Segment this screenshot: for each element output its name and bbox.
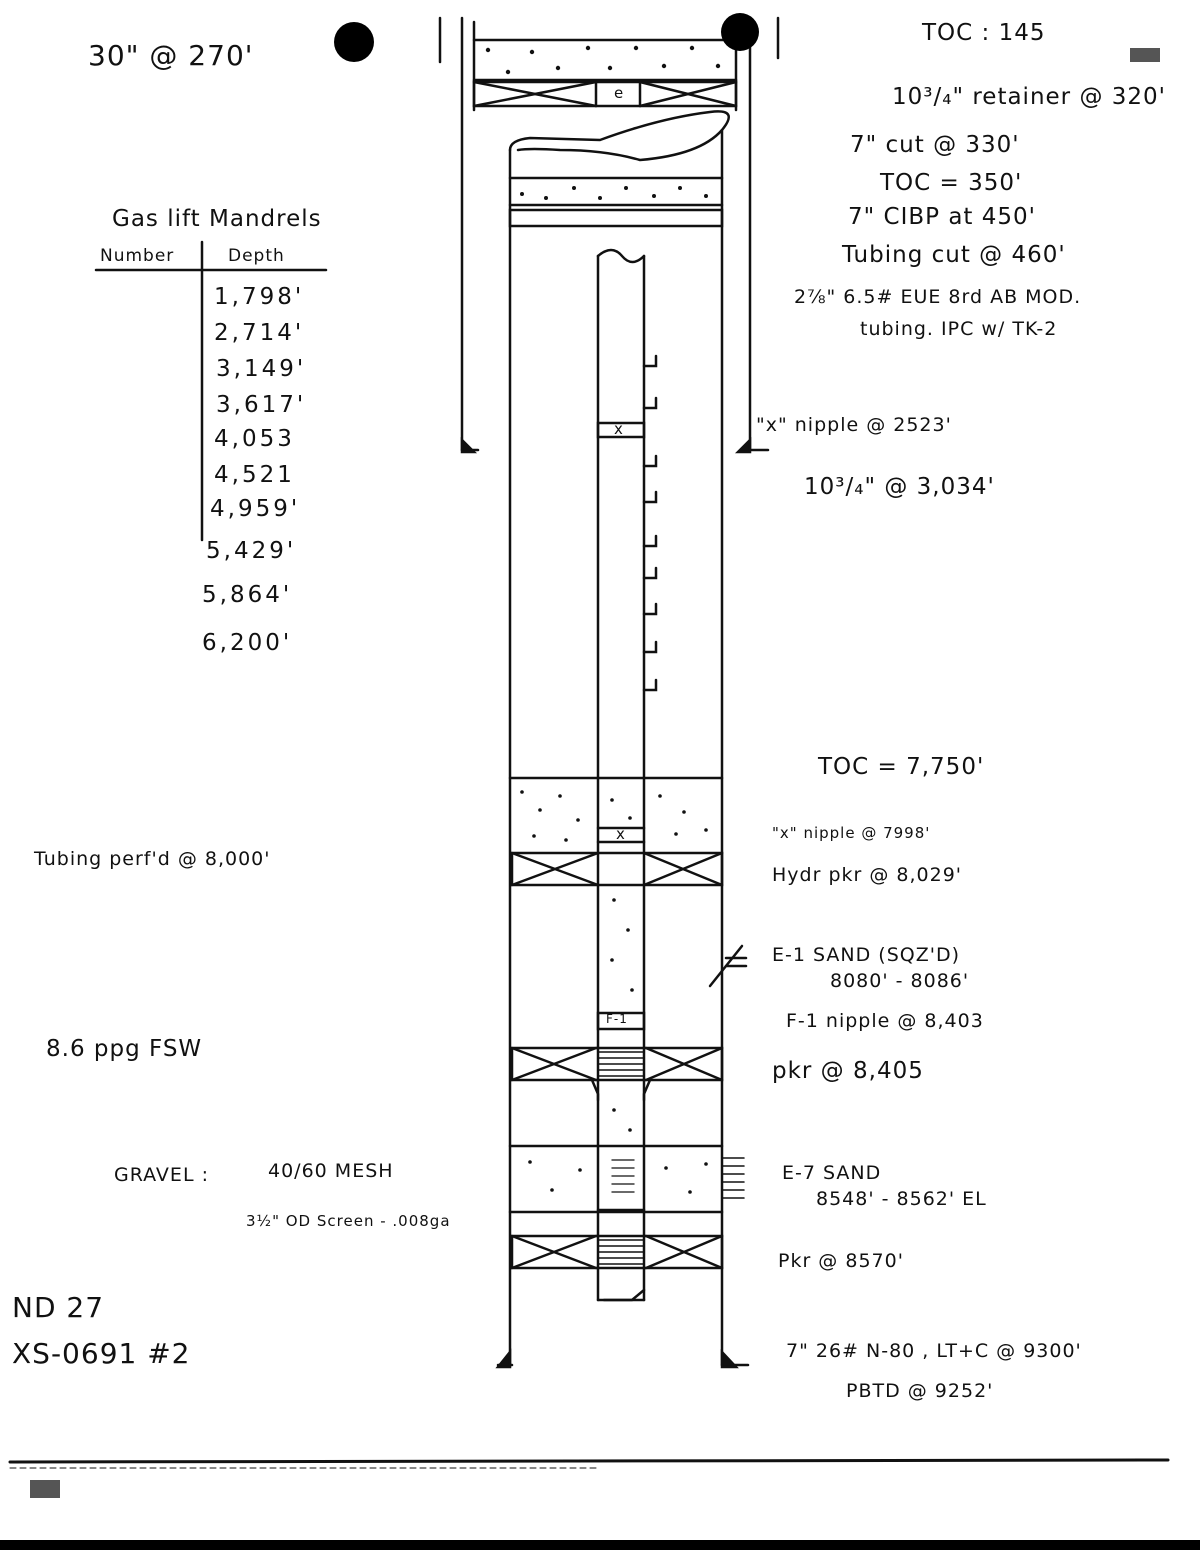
well-id-line-1: ND 27 xyxy=(12,1291,105,1324)
mandrel-table-title: Gas lift Mandrels xyxy=(112,206,322,232)
screen-label: 3½" OD Screen - .008ga xyxy=(246,1212,451,1230)
casing-cut-7in xyxy=(508,110,730,162)
pbtd-label: PBTD @ 9252' xyxy=(846,1380,994,1402)
mandrel-depth-6: 4,521 xyxy=(214,462,295,488)
x-nipple-7998-label: "x" nipple @ 7998' xyxy=(772,824,931,842)
mandrel-depth-1: 1,798' xyxy=(214,284,305,310)
mandrel-depth-3: 3,149' xyxy=(216,356,307,382)
scan-noise xyxy=(30,48,1160,1498)
footer-scan-bar xyxy=(0,1540,1200,1550)
mandrel-depth-10: 6,200' xyxy=(202,630,293,656)
x-nipple-upper xyxy=(596,421,646,439)
mandrel-depth-4: 3,617' xyxy=(216,392,307,418)
cibp-7in xyxy=(508,208,724,228)
mandrel-depth-2: 2,714' xyxy=(214,320,305,346)
e7-perf-marks xyxy=(721,1157,745,1199)
f1-nipple-mark: F-1 xyxy=(606,1012,628,1026)
gravel-label: GRAVEL : xyxy=(114,1164,209,1186)
packer-8570-seal-lines xyxy=(597,1239,645,1265)
x-nipple-lower-mark: x xyxy=(616,825,626,843)
mandrel-depth-5: 4,053 xyxy=(214,426,295,452)
outer-casing-left-shoe-mark xyxy=(460,436,478,454)
toc-7750-label: TOC = 7,750' xyxy=(818,754,985,780)
tubing-cut-label: Tubing cut @ 460' xyxy=(842,242,1066,268)
conductor-label: 30" @ 270' xyxy=(88,39,254,72)
fluid-label: 8.6 ppg FSW xyxy=(46,1036,203,1062)
f1-nipple xyxy=(596,1011,646,1031)
packer-8405-seal-lines xyxy=(597,1051,645,1077)
casing-10-3-4-label: 10³/₄" @ 3,034' xyxy=(804,474,995,500)
hydr-packer xyxy=(510,851,724,887)
punch-hole-right xyxy=(721,13,759,51)
packer-8570 xyxy=(510,1234,724,1270)
tubing-spec-line-2: tubing. IPC w/ TK-2 xyxy=(860,318,1058,340)
retainer-center-mark: e xyxy=(614,84,625,102)
tubing-perf-label: Tubing perf'd @ 8,000' xyxy=(34,848,271,870)
mandrel-depth-8: 5,429' xyxy=(206,538,297,564)
e1-sand-label: E-1 SAND (SQZ'D) xyxy=(772,944,960,966)
toc-top-label: TOC : 145 xyxy=(922,20,1046,46)
casing-cut-label: 7" cut @ 330' xyxy=(850,132,1020,158)
mandrel-col-depth: Depth xyxy=(228,246,285,266)
x-nipple-2523-label: "x" nipple @ 2523' xyxy=(756,414,952,436)
gravel-mesh-label: 40/60 MESH xyxy=(268,1160,394,1182)
casing-7in-right-shoe-mark xyxy=(720,1348,739,1369)
screen-lines xyxy=(611,1159,635,1193)
mandrel-depth-9: 5,864' xyxy=(202,582,293,608)
gas-lift-mandrel-ticks xyxy=(642,354,658,692)
hydr-packer-label: Hydr pkr @ 8,029' xyxy=(772,864,963,886)
footer-rule xyxy=(8,1458,1170,1464)
x-nipple-upper-mark: x xyxy=(614,420,624,438)
retainer xyxy=(472,80,738,108)
casing-7in-left-shoe-mark xyxy=(495,1348,512,1369)
e1-interval-label: 8080' - 8086' xyxy=(830,970,970,992)
outer-casing-right-shoe-mark xyxy=(734,436,752,454)
packer-8570-label: Pkr @ 8570' xyxy=(778,1250,904,1272)
punch-hole-left xyxy=(334,22,374,62)
tubing-cut-top xyxy=(596,248,646,264)
packer-8405-label: pkr @ 8,405 xyxy=(772,1058,924,1084)
e7-interval-label: 8548' - 8562' EL xyxy=(816,1188,987,1210)
packer-8405 xyxy=(510,1046,724,1082)
mandrel-depth-7: 4,959' xyxy=(210,496,301,522)
tubing-spec-line-1: 2⅞" 6.5# EUE 8rd AB MOD. xyxy=(794,286,1082,308)
cibp-label: 7" CIBP at 450' xyxy=(848,204,1036,230)
cement-speckle xyxy=(485,45,721,1194)
casing-7in-label: 7" 26# N-80 , LT+C @ 9300' xyxy=(786,1340,1082,1362)
tubing-bottom-bevel xyxy=(602,1288,646,1302)
toc-350-label: TOC = 350' xyxy=(880,170,1023,196)
retainer-label: 10³/₄" retainer @ 320' xyxy=(892,84,1166,110)
e7-sand-label: E-7 SAND xyxy=(782,1162,882,1184)
f1-nipple-label: F-1 nipple @ 8,403 xyxy=(786,1010,984,1032)
well-id-line-2: XS-0691 #2 xyxy=(12,1337,191,1370)
mandrel-col-number: Number xyxy=(100,246,175,266)
